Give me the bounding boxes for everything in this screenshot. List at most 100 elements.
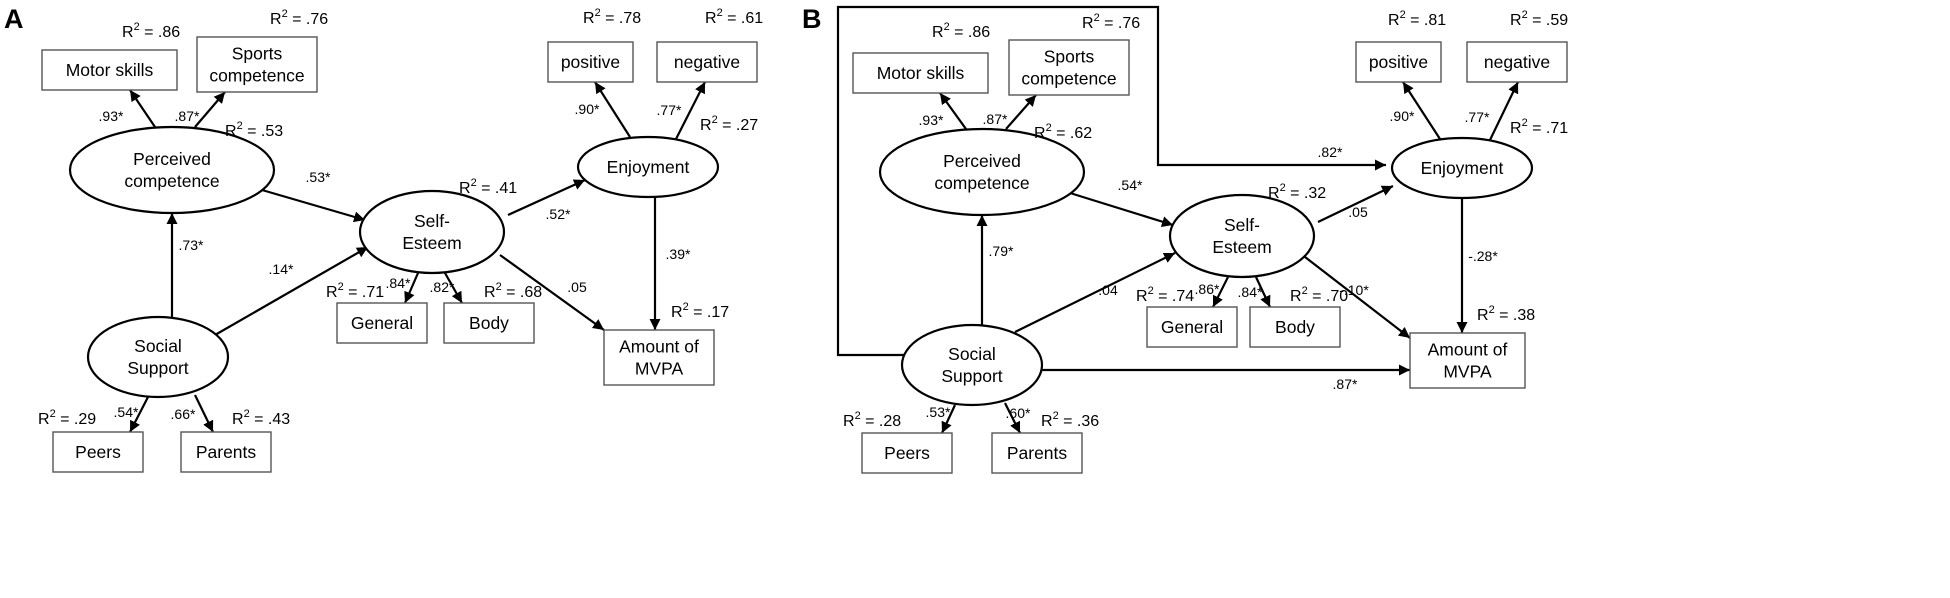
box-motor-skills-label: Motor skills: [877, 63, 965, 83]
latent-self-esteem-label: Esteem: [402, 233, 461, 253]
coef-ss-pc: .79*: [989, 243, 1014, 259]
path-ss-peers: [129, 396, 149, 433]
box-parents-label: Parents: [196, 442, 257, 462]
path-enj-negative: [1489, 81, 1519, 141]
box-general-label: General: [351, 313, 413, 333]
coef-enj-negative: .77*: [657, 102, 682, 118]
box-positive-label: positive: [561, 52, 620, 72]
path-pc-se: [261, 188, 366, 223]
coef-ss-se: .14*: [269, 261, 294, 277]
latent-perceived-competence-label: Perceived: [943, 151, 1021, 171]
coef-pc-sports: .87*: [983, 111, 1008, 127]
box-sports-competence-label: Sports: [1044, 47, 1095, 67]
latent-enjoyment-label: Enjoyment: [607, 157, 690, 177]
box-positive: [1355, 41, 1442, 83]
box-mvpa: [1409, 332, 1526, 389]
box-parents-label: Parents: [1007, 443, 1068, 463]
box-mvpa-label: Amount of: [619, 337, 699, 357]
path-ss-parents: [194, 394, 214, 433]
coef-enj-positive: .90*: [575, 101, 600, 117]
path-se-mvpa: [1304, 256, 1411, 339]
coef-pc-motor: .93*: [919, 112, 944, 128]
path-se-general: [403, 272, 420, 304]
r2-negative: R2 = .61: [705, 7, 763, 27]
coef-enj-negative: .77*: [1465, 109, 1490, 125]
latent-enjoyment: [576, 135, 720, 199]
box-mvpa-label: MVPA: [635, 359, 684, 379]
r2-motor-skills: R2 = .86: [122, 21, 180, 41]
latent-self-esteem-label: Esteem: [1212, 237, 1271, 257]
r2-perceived-competence: R2 = .62: [1034, 122, 1092, 142]
coef-se-mvpa: .05: [567, 279, 587, 295]
coef-ss-mvpa: .87*: [1333, 376, 1358, 392]
r2-general: R2 = .74: [1136, 285, 1194, 305]
box-negative: [1466, 41, 1568, 83]
path-pc-motor: [129, 89, 156, 128]
coef-se-body: .82*: [430, 279, 455, 295]
latent-perceived-competence-label: Perceived: [133, 149, 211, 169]
coef-se-general: .84*: [386, 275, 411, 291]
coef-ss-se: .04: [1098, 282, 1118, 298]
r2-enjoyment: R2 = .27: [700, 114, 758, 134]
box-parents: [991, 432, 1083, 474]
coef-enj-mvpa: .39*: [666, 246, 691, 262]
r2-parents: R2 = .36: [1041, 410, 1099, 430]
latent-enjoyment-label: Enjoyment: [1421, 158, 1504, 178]
r2-peers: R2 = .29: [38, 408, 96, 428]
latent-social-support-label: Social: [134, 336, 182, 356]
r2-mvpa: R2 = .17: [671, 301, 729, 321]
coef-se-enj: .52*: [546, 206, 571, 222]
latent-social-support-label: Social: [948, 344, 996, 364]
box-body-label: Body: [1275, 317, 1315, 337]
r2-body: R2 = .68: [484, 281, 542, 301]
box-negative-label: negative: [1484, 52, 1550, 72]
box-positive-label: positive: [1369, 52, 1428, 72]
r2-sports-competence: R2 = .76: [270, 8, 328, 28]
r2-mvpa: R2 = .38: [1477, 304, 1535, 324]
box-general-label: General: [1161, 317, 1223, 337]
latent-social-support: [900, 323, 1044, 407]
panel-label: A: [4, 4, 24, 34]
box-motor-skills: [41, 49, 178, 91]
box-sports-competence-label: competence: [209, 66, 304, 86]
latent-enjoyment: [1390, 136, 1534, 200]
r2-body: R2 = .70: [1290, 285, 1348, 305]
coef-ss-parents: .66*: [171, 406, 196, 422]
r2-self-esteem: R2 = .41: [459, 177, 517, 197]
coef-ss-peers: .54*: [114, 404, 139, 420]
coef-ss-parents: .60*: [1006, 405, 1031, 421]
panel-label: B: [802, 4, 822, 34]
coef-ss-peers: .53*: [926, 404, 951, 420]
latent-social-support: [86, 315, 230, 399]
box-sports-competence: [1008, 39, 1130, 96]
box-negative: [656, 41, 758, 83]
box-peers-label: Peers: [884, 443, 930, 463]
path-ss-se: [214, 246, 369, 336]
r2-positive: R2 = .78: [583, 7, 641, 27]
coef-pc-se: .54*: [1118, 177, 1143, 193]
path-se-enj: [1317, 185, 1394, 223]
r2-parents: R2 = .43: [232, 408, 290, 428]
box-peers-label: Peers: [75, 442, 121, 462]
latent-social-support-label: Support: [941, 366, 1002, 386]
coef-se-enj: .05: [1348, 204, 1368, 220]
r2-general: R2 = .71: [326, 281, 384, 301]
box-general: [1146, 306, 1238, 348]
r2-motor-skills: R2 = .86: [932, 21, 990, 41]
box-peers: [861, 432, 953, 474]
box-body: [443, 302, 535, 344]
box-mvpa-label: MVPA: [1443, 362, 1492, 382]
box-sports-competence: [196, 36, 318, 93]
r2-self-esteem: R2 = .32: [1268, 182, 1326, 202]
path-enj-negative: [675, 81, 706, 140]
coef-enj-mvpa: -.28*: [1468, 248, 1498, 264]
r2-perceived-competence: R2 = .53: [225, 120, 283, 140]
box-mvpa: [603, 329, 715, 386]
latent-perceived-competence: [878, 127, 1086, 217]
latent-social-support-label: Support: [127, 358, 188, 378]
box-positive: [547, 41, 634, 83]
path-se-body: [1255, 276, 1271, 308]
box-mvpa-label: Amount of: [1428, 340, 1508, 360]
path-pc-se: [1069, 191, 1174, 227]
